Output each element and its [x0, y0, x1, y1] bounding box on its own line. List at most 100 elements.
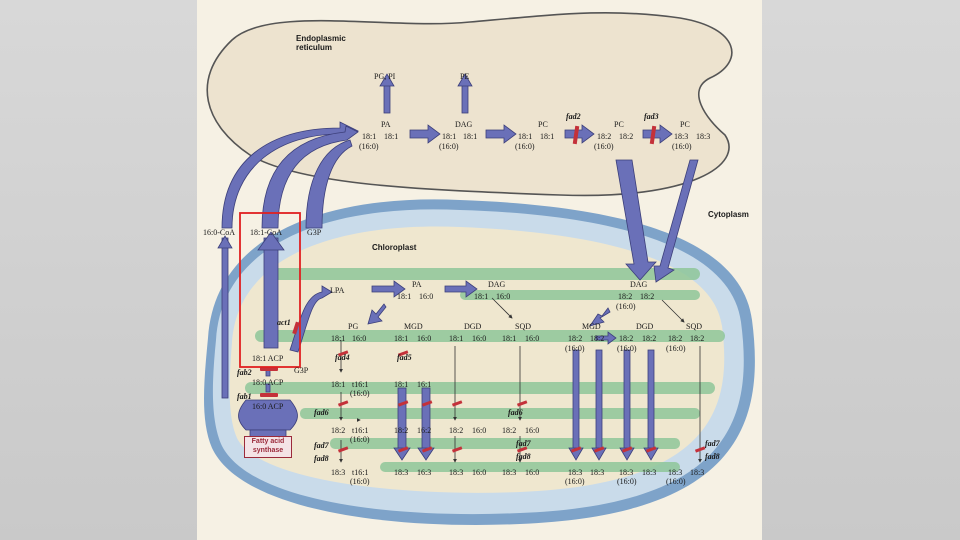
prok-pg-r1b: 16:0: [352, 334, 367, 343]
er-pc1-sub: (16:0): [515, 142, 535, 151]
er-pc2-sub: (16:0): [594, 142, 614, 151]
gene-fad6-left: fad6: [314, 408, 329, 417]
gene-fab1: fab1: [237, 392, 252, 401]
euk-dgd-name: DGD: [636, 322, 654, 331]
prok-pg-r1a: 18:1: [331, 334, 346, 343]
euk-mgd-r1a: 18:2: [568, 334, 583, 343]
export-arrows: [217, 121, 699, 399]
er-flow-arrows: [379, 73, 673, 144]
er-dag-acyl2: 18:1: [463, 132, 478, 141]
prok-mgd-r1a: 18:1: [394, 334, 409, 343]
er-pc1-name: PC: [538, 120, 548, 129]
prok-pg-r4sub: (16:0): [350, 477, 370, 486]
er-pc1-acyl1: 18:1: [518, 132, 533, 141]
gene-fad8-left: fad8: [314, 454, 329, 463]
prok-pg-r3a: 18:2: [331, 426, 346, 435]
er-pa-acyl2: 18:1: [384, 132, 399, 141]
euk-mgd-r4sub: (16:0): [565, 477, 585, 486]
gene-fad7-mid: fad7: [516, 439, 531, 448]
euk-dgd-sub: (16:0): [617, 344, 637, 353]
gene-fad7-left: fad7: [314, 441, 329, 450]
lpa-label: LPA: [330, 286, 345, 295]
gene-fad5: fad5: [397, 353, 412, 362]
euk-dgd-r1a: 18:2: [619, 334, 634, 343]
prok-mgd-r3b: 16:2: [417, 426, 432, 435]
prok-mgd-r2b: 16:1: [417, 380, 432, 389]
gene-fad3: fad3: [644, 112, 659, 121]
euk-sqd-r4b: 18:3: [690, 468, 705, 477]
chloroplast-label: Chloroplast: [372, 243, 417, 252]
right-margin: [762, 0, 960, 540]
gene-fad8-mid: fad8: [516, 452, 531, 461]
prok-dgd-name: DGD: [464, 322, 482, 331]
er-label: Endoplasmic reticulum: [296, 34, 346, 52]
gene-block-marks: [260, 125, 706, 453]
prok-dgd-r3b: 16:0: [472, 426, 487, 435]
prok-pg-r2sub: (16:0): [350, 389, 370, 398]
prok-sqd-r4b: 16:0: [525, 468, 540, 477]
prok-pg-r4a: 18:3: [331, 468, 346, 477]
prok-pg-r3b: t16:1: [352, 426, 369, 435]
er-product-pg-pi: PG, PI: [374, 72, 396, 81]
left-margin: [0, 0, 197, 540]
euk-mgd-name: MGD: [582, 322, 601, 331]
euk-sqd-r4a: 18:3: [668, 468, 683, 477]
prok-sqd-r3b: 16:0: [525, 426, 540, 435]
euk-sqd-r4sub: (16:0): [666, 477, 686, 486]
euk-dag-acyl1: 18:2: [618, 292, 633, 301]
stroma-pa-acyl1: 18:1: [397, 292, 412, 301]
euk-dgd-r4sub: (16:0): [617, 477, 637, 486]
euk-dgd-r4a: 18:3: [619, 468, 634, 477]
er-pa-acyl1: 18:1: [362, 132, 377, 141]
gene-fad4: fad4: [335, 353, 350, 362]
er-pc3-acyl1: 18:3: [674, 132, 689, 141]
prok-pg-name: PG: [348, 322, 359, 331]
euk-mgd-r4a: 18:3: [568, 468, 583, 477]
euk-mgd-r1b: 18:2: [590, 334, 605, 343]
prok-pg-r3sub: (16:0): [350, 435, 370, 444]
euk-mgd-r4b: 18:3: [590, 468, 605, 477]
euk-sqd-r1b: 18:2: [690, 334, 705, 343]
er-pc2-acyl1: 18:2: [597, 132, 612, 141]
prok-pg-r2b: t16:1: [352, 380, 369, 389]
stroma-dag-acyl1: 18:1: [474, 292, 489, 301]
prok-dgd-r1b: 16:0: [472, 334, 487, 343]
prok-dgd-r3a: 18:2: [449, 426, 464, 435]
er-dag-name: DAG: [455, 120, 473, 129]
prok-dgd-r4a: 18:3: [449, 468, 464, 477]
prok-dgd-r4b: 16:0: [472, 468, 487, 477]
gene-fad6-mid: fad6: [508, 408, 523, 417]
er-pc3-acyl2: 18:3: [696, 132, 711, 141]
euk-sqd-sub: (16:0): [666, 344, 686, 353]
euk-dag-acyl2: 18:2: [640, 292, 655, 301]
prok-sqd-name: SQD: [515, 322, 532, 331]
er-pc3-name: PC: [680, 120, 690, 129]
export-16-0-coa: 16:0-CoA: [203, 228, 235, 237]
euk-sqd-r1a: 18:2: [668, 334, 683, 343]
euk-dag-name: DAG: [630, 280, 648, 289]
prok-mgd-r4b: 16:3: [417, 468, 432, 477]
stroma-pa-acyl2: 16:0: [419, 292, 434, 301]
prok-mgd-r2a: 18:1: [394, 380, 409, 389]
stroma-dag-name: DAG: [488, 280, 506, 289]
prok-mgd-r4a: 18:3: [394, 468, 409, 477]
prok-sqd-r1b: 16:0: [525, 334, 540, 343]
euk-dag-sub: (16:0): [616, 302, 636, 311]
er-pc2-name: PC: [614, 120, 624, 129]
prok-pg-r2a: 18:1: [331, 380, 346, 389]
euk-dgd-r4b: 18:3: [642, 468, 657, 477]
prok-mgd-r3a: 18:2: [394, 426, 409, 435]
stroma-g3p: G3P: [294, 366, 309, 375]
prok-pg-r4b: t16:1: [352, 468, 369, 477]
euk-mgd-sub: (16:0): [565, 344, 585, 353]
prok-sqd-r4a: 18:3: [502, 468, 517, 477]
acp-18-0: 18:0 ACP: [252, 378, 284, 387]
er-pa-name: PA: [381, 120, 391, 129]
stroma-dag-acyl2: 16:0: [496, 292, 511, 301]
prok-sqd-r3a: 18:2: [502, 426, 517, 435]
euk-sqd-name: SQD: [686, 322, 703, 331]
gene-act1: act1: [277, 318, 291, 327]
gene-fad7-right: fad7: [705, 439, 720, 448]
